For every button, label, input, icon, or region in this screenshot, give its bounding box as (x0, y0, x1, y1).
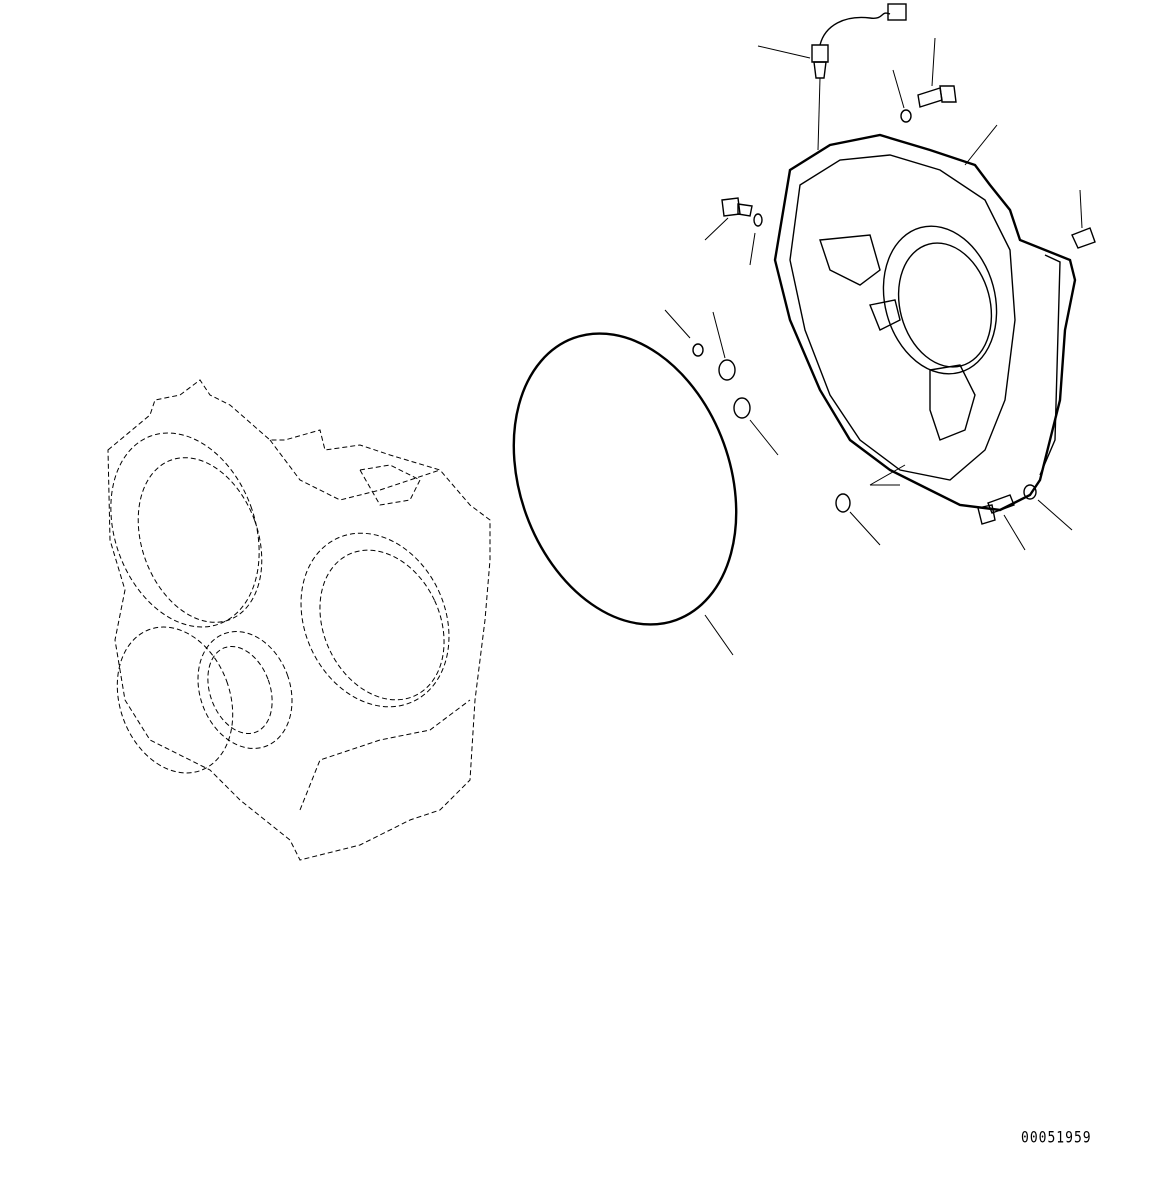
o-ring-large (512, 332, 738, 626)
drawing-reference-number: 00051959 (1021, 1129, 1092, 1148)
bolts-and-washers (704, 37, 1096, 551)
transmission-case (107, 379, 491, 861)
flywheel-housing-cover (773, 133, 1077, 512)
sensor (757, 3, 907, 151)
small-o-rings (664, 213, 881, 546)
